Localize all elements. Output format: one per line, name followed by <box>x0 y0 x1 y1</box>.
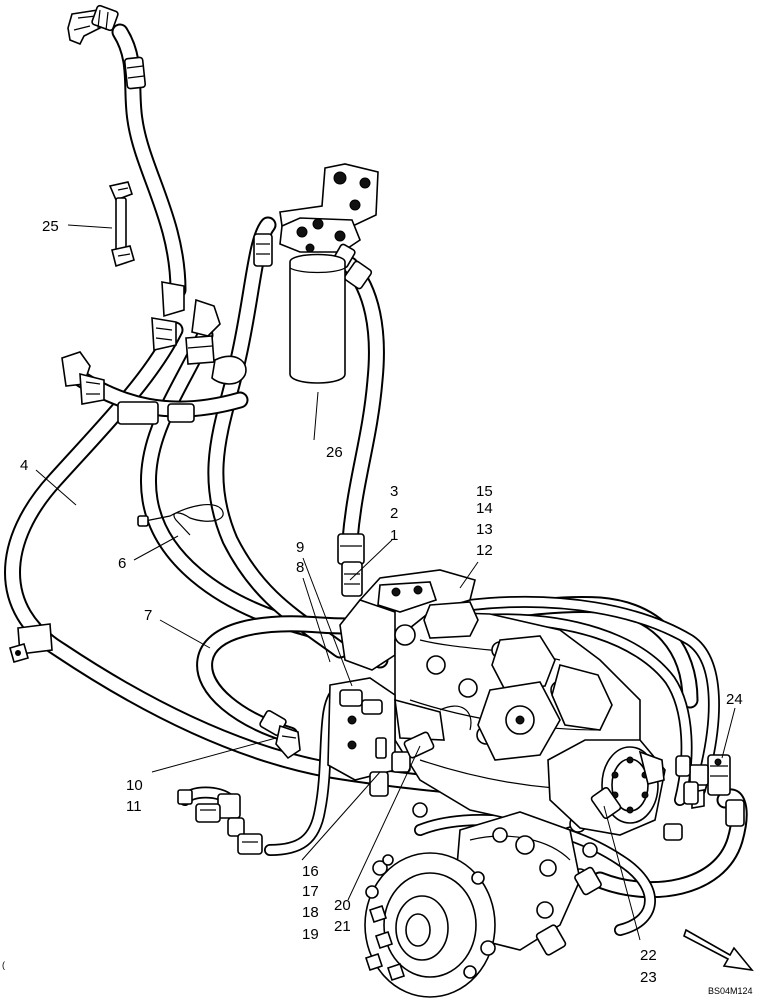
callout-14: 14 <box>476 500 493 517</box>
fitting-cluster-16 <box>369 731 435 797</box>
callout-6: 6 <box>118 555 126 572</box>
fitting-22 <box>535 786 622 956</box>
filter-head <box>253 163 379 290</box>
callout-11: 11 <box>126 798 142 815</box>
sprocket-hub <box>364 852 496 998</box>
top-elbow-fitting <box>67 4 119 46</box>
hose-4 <box>4 321 589 809</box>
callout-24: 24 <box>726 691 743 708</box>
callout-26: 26 <box>326 444 343 461</box>
callout-12: 12 <box>476 542 493 559</box>
pump-left-manifold <box>327 677 445 781</box>
callout-10: 10 <box>126 777 143 794</box>
hose-clamp-4 <box>9 623 53 663</box>
callout-18: 18 <box>302 904 319 921</box>
edge-mark: ( <box>2 960 5 970</box>
callout-19: 19 <box>302 926 319 943</box>
clip-6 <box>137 504 224 536</box>
callout-7: 7 <box>144 607 152 624</box>
link-rod-25 <box>108 181 135 268</box>
drawing-code: BS04M124 <box>708 986 753 996</box>
callout-16: 16 <box>302 863 319 880</box>
callout-23: 23 <box>640 969 657 986</box>
right-hose-fittings <box>663 755 699 841</box>
callout-labels: 25 26 4 6 7 3 2 1 15 14 13 12 9 8 24 10 … <box>2 218 753 996</box>
callout-25: 25 <box>42 218 59 235</box>
callout-15: 15 <box>476 483 493 500</box>
hose-filter-left <box>207 216 349 659</box>
callout-4: 4 <box>20 457 28 474</box>
callout-13: 13 <box>476 521 493 538</box>
valve-24 <box>689 754 745 827</box>
callout-20: 20 <box>334 897 351 914</box>
hose-filter-right <box>341 256 385 549</box>
filter-canister-26 <box>289 253 346 384</box>
callout-22: 22 <box>640 947 657 964</box>
callout-1: 1 <box>390 527 398 544</box>
hose-crimp-upper <box>123 56 147 90</box>
hose-middle-loop <box>140 326 389 669</box>
callout-21: 21 <box>334 918 351 935</box>
fitting-cluster-left <box>61 281 247 425</box>
callout-3: 3 <box>390 483 398 500</box>
callout-2: 2 <box>390 505 398 522</box>
callout-9: 9 <box>296 539 304 556</box>
leader-lines <box>35 224 736 941</box>
callout-8: 8 <box>296 559 304 576</box>
swivel-fitting-1 <box>337 533 365 597</box>
callout-17: 17 <box>302 883 319 900</box>
direction-arrow <box>683 928 754 972</box>
elbow-fitting-10 <box>259 710 301 760</box>
fitting-lower-left <box>177 789 263 855</box>
